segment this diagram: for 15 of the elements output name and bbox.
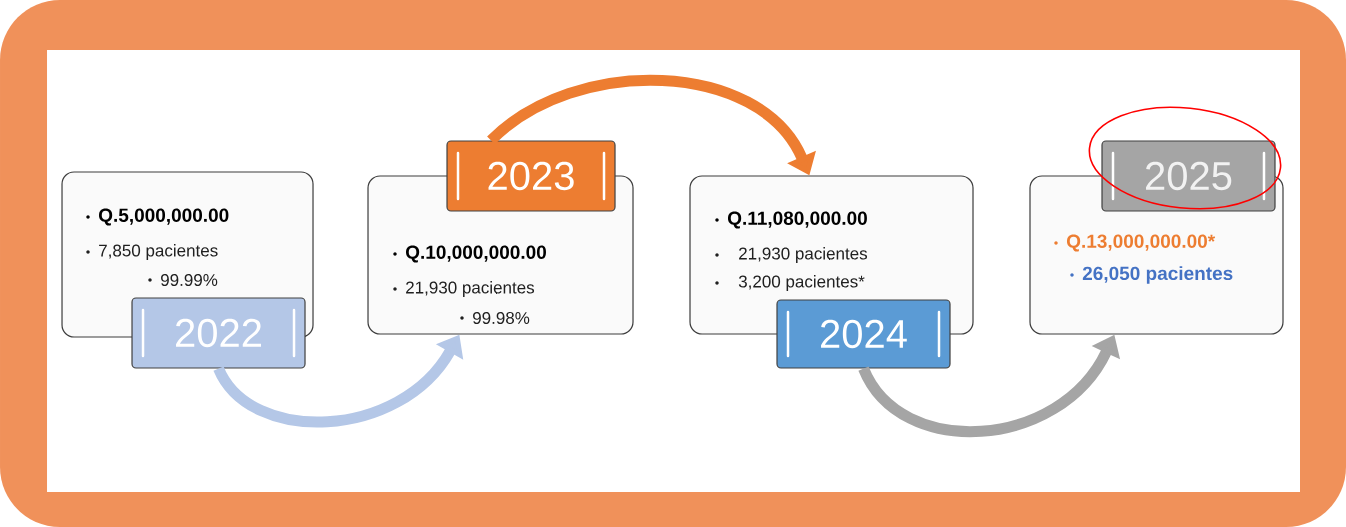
list-item: 21,930 pacientes [393,281,535,297]
list-item: Q.13,000,000.00* [1054,234,1216,252]
year-tab: 2024 [776,299,951,369]
list-item: 26,050 pacientes [1070,266,1233,284]
list-item: Q.5,000,000.00 [86,208,229,226]
list-item: Q.11,080,000.00 [715,211,867,229]
year-tab: 2022 [131,297,306,369]
list-item: 21,930 pacientes [715,247,868,263]
year-tab: 2023 [446,140,616,212]
list-item: Q.10,000,000.00 [393,245,546,263]
list-item: 7,850 pacientes [86,244,218,260]
list-item: 99.99% [148,273,218,286]
list-item: 3,200 pacientes* [715,275,865,291]
list-item: 99.98% [460,311,530,324]
year-tab: 2025 [1101,140,1276,212]
